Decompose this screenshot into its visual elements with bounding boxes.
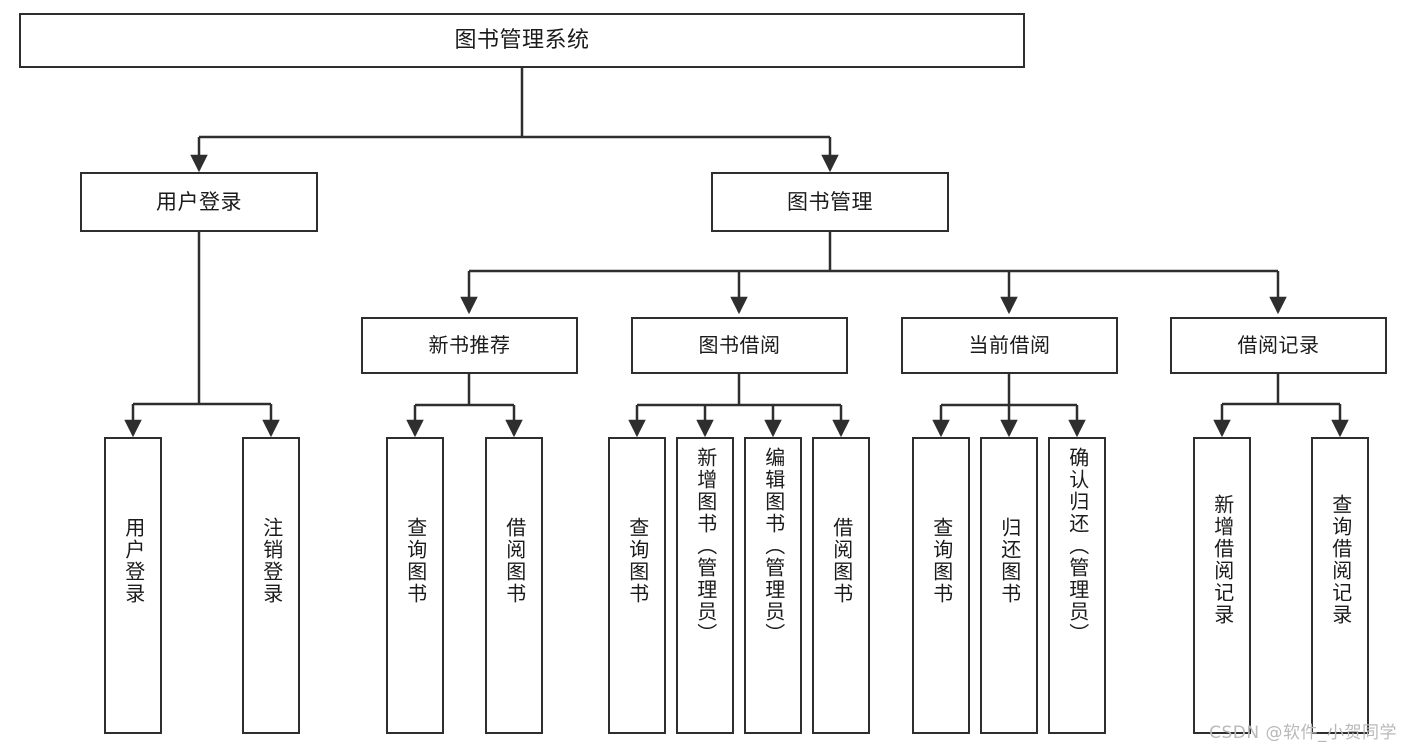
node-leaf-confirm-return-label: 确认归还（管理员） [1065, 447, 1090, 645]
node-book-manage[interactable]: 图书管理 [711, 172, 949, 232]
node-leaf-add-book[interactable]: 新增图书（管理员） [676, 437, 734, 734]
node-leaf-add-record-label: 新增借阅记录 [1210, 494, 1235, 626]
node-leaf-return-book[interactable]: 归还图书 [980, 437, 1038, 734]
node-current-borrow[interactable]: 当前借阅 [901, 317, 1118, 374]
node-book-manage-label: 图书管理 [787, 189, 873, 214]
node-leaf-logout[interactable]: 注销登录 [242, 437, 300, 734]
node-leaf-add-record[interactable]: 新增借阅记录 [1193, 437, 1251, 734]
node-leaf-borrow-book-2[interactable]: 借阅图书 [812, 437, 870, 734]
node-current-borrow-label: 当前借阅 [968, 332, 1051, 357]
node-leaf-confirm-return[interactable]: 确认归还（管理员） [1048, 437, 1106, 734]
node-new-book-recommend-label: 新书推荐 [428, 332, 511, 357]
node-borrow-record-label: 借阅记录 [1237, 332, 1320, 357]
node-new-book-recommend[interactable]: 新书推荐 [361, 317, 578, 374]
node-leaf-borrow-book-1[interactable]: 借阅图书 [485, 437, 543, 734]
node-leaf-user-login-label: 用户登录 [121, 517, 146, 605]
node-user-login[interactable]: 用户登录 [80, 172, 318, 232]
node-book-borrow-label: 图书借阅 [698, 332, 781, 357]
node-leaf-query-record-label: 查询借阅记录 [1328, 494, 1353, 626]
node-leaf-edit-book[interactable]: 编辑图书（管理员） [744, 437, 802, 734]
node-borrow-record[interactable]: 借阅记录 [1170, 317, 1387, 374]
node-leaf-user-login[interactable]: 用户登录 [104, 437, 162, 734]
node-leaf-borrow-book-2-label: 借阅图书 [829, 517, 854, 605]
node-leaf-query-book-1-label: 查询图书 [403, 517, 428, 605]
node-leaf-borrow-book-1-label: 借阅图书 [502, 517, 527, 605]
node-leaf-query-book-2-label: 查询图书 [625, 517, 650, 605]
node-user-login-label: 用户登录 [156, 189, 242, 214]
node-leaf-query-book-2[interactable]: 查询图书 [608, 437, 666, 734]
node-leaf-query-book-1[interactable]: 查询图书 [386, 437, 444, 734]
node-leaf-edit-book-label: 编辑图书（管理员） [761, 447, 786, 645]
node-leaf-query-book-3[interactable]: 查询图书 [912, 437, 970, 734]
node-leaf-logout-label: 注销登录 [259, 517, 284, 605]
node-root-label: 图书管理系统 [454, 27, 590, 53]
node-leaf-query-book-3-label: 查询图书 [929, 517, 954, 605]
node-root[interactable]: 图书管理系统 [19, 13, 1025, 68]
node-leaf-return-book-label: 归还图书 [997, 517, 1022, 605]
node-leaf-query-record[interactable]: 查询借阅记录 [1311, 437, 1369, 734]
node-leaf-add-book-label: 新增图书（管理员） [693, 447, 718, 645]
watermark: CSDN @软件_小贺同学 [1209, 723, 1397, 743]
node-book-borrow[interactable]: 图书借阅 [631, 317, 848, 374]
